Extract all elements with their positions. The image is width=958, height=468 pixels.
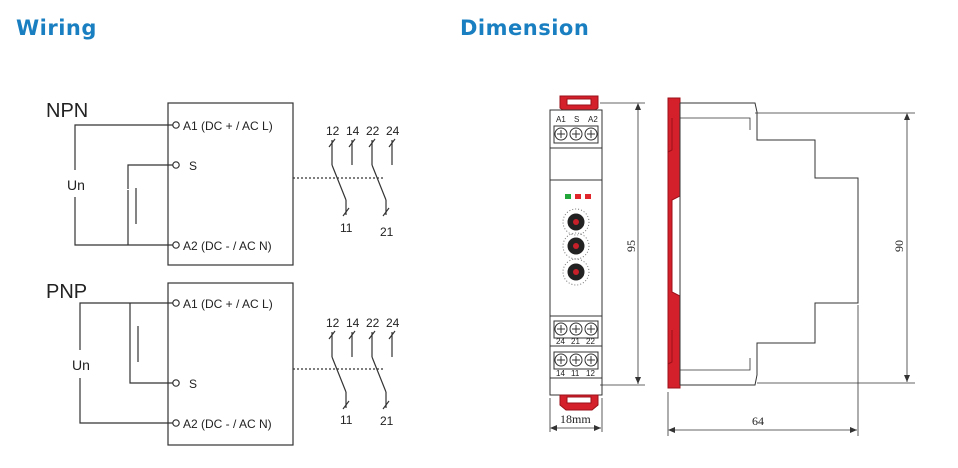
front-terminal-24: 24: [556, 337, 565, 346]
front-terminal-12: 12: [586, 369, 595, 378]
dim-height-side: 90: [892, 240, 906, 252]
front-terminal-a2: A2: [588, 115, 598, 124]
npn-wire-s: [127, 164, 173, 189]
npn-wire-a2: [74, 197, 173, 246]
pnp-s-label: S: [189, 377, 197, 391]
pnp-a1-label: A1 (DC + / AC L): [183, 297, 273, 311]
dimension-heading: Dimension: [460, 16, 590, 40]
npn-contact-21: 21: [380, 225, 394, 239]
led-red-icon: [575, 194, 581, 199]
dim-depth-side: 64: [752, 414, 764, 428]
npn-a2-label: A2 (DC - / AC N): [183, 239, 272, 253]
npn-title: NPN: [46, 100, 88, 122]
npn-terminal-a2: [172, 241, 180, 249]
pnp-relay-box: [167, 282, 294, 446]
npn-a1-label: A1 (DC + / AC L): [183, 119, 273, 133]
npn-wire-a1: [74, 124, 173, 170]
pnp-wire-a2: [79, 378, 173, 424]
front-terminal-21: 21: [571, 337, 580, 346]
npn-contact-11: 11: [340, 221, 353, 235]
npn-relay-box: [167, 102, 294, 266]
side-din-clip: [667, 97, 681, 389]
npn-diagram: NPN Un A1 (DC + / AC L) S A2 (DC - / AC …: [46, 100, 385, 266]
npn-supply-label: Un: [67, 177, 85, 193]
npn-terminal-s: [172, 161, 180, 169]
pnp-contact-12: 12: [326, 316, 340, 330]
side-view: 90 64: [667, 97, 915, 436]
npn-contact-14: 14: [346, 124, 360, 138]
pnp-contact-22: 22: [366, 316, 380, 330]
pnp-contacts: 12 14 22 24 11 21: [326, 316, 400, 428]
pnp-terminal-a1: [172, 299, 180, 307]
dim-height-front: 95: [624, 240, 638, 252]
knob-time-range-icon[interactable]: [562, 208, 590, 236]
knob-function-icon[interactable]: [562, 232, 590, 260]
led-green-icon: [565, 194, 571, 199]
pnp-terminal-s: [172, 379, 180, 387]
pnp-diagram: PNP Un A1 (DC + / AC L) S A2 (DC - / AC …: [46, 281, 385, 446]
pnp-contact-21: 21: [380, 414, 394, 428]
front-view: A1 S A2 24: [549, 95, 645, 432]
npn-contact-22: 22: [366, 124, 380, 138]
pnp-title: PNP: [46, 281, 87, 303]
dim-width-front: 18mm: [560, 412, 591, 426]
npn-contact-12: 12: [326, 124, 340, 138]
pnp-contact-14: 14: [346, 316, 360, 330]
pnp-wire-a1: [79, 302, 173, 350]
front-terminal-22: 22: [586, 337, 595, 346]
npn-contact-24: 24: [386, 124, 400, 138]
wiring-heading: Wiring: [16, 16, 97, 40]
front-terminal-s: S: [574, 115, 579, 124]
led-red-icon: [585, 194, 591, 199]
pnp-contact-11: 11: [340, 413, 353, 427]
side-housing: [680, 102, 859, 386]
front-terminal-14: 14: [556, 369, 565, 378]
front-terminal-11: 11: [571, 369, 580, 378]
front-terminal-a1: A1: [556, 115, 566, 124]
pnp-wire-s: [129, 360, 173, 384]
pnp-terminal-a2: [172, 419, 180, 427]
knob-time-setting-icon[interactable]: [562, 258, 590, 286]
pnp-contact-24: 24: [386, 316, 400, 330]
pnp-a2-label: A2 (DC - / AC N): [183, 417, 272, 431]
npn-s-label: S: [189, 159, 197, 173]
npn-contacts: 12 14 22 24 11 21: [326, 124, 400, 239]
pnp-supply-label: Un: [72, 357, 90, 373]
npn-terminal-a1: [172, 121, 180, 129]
